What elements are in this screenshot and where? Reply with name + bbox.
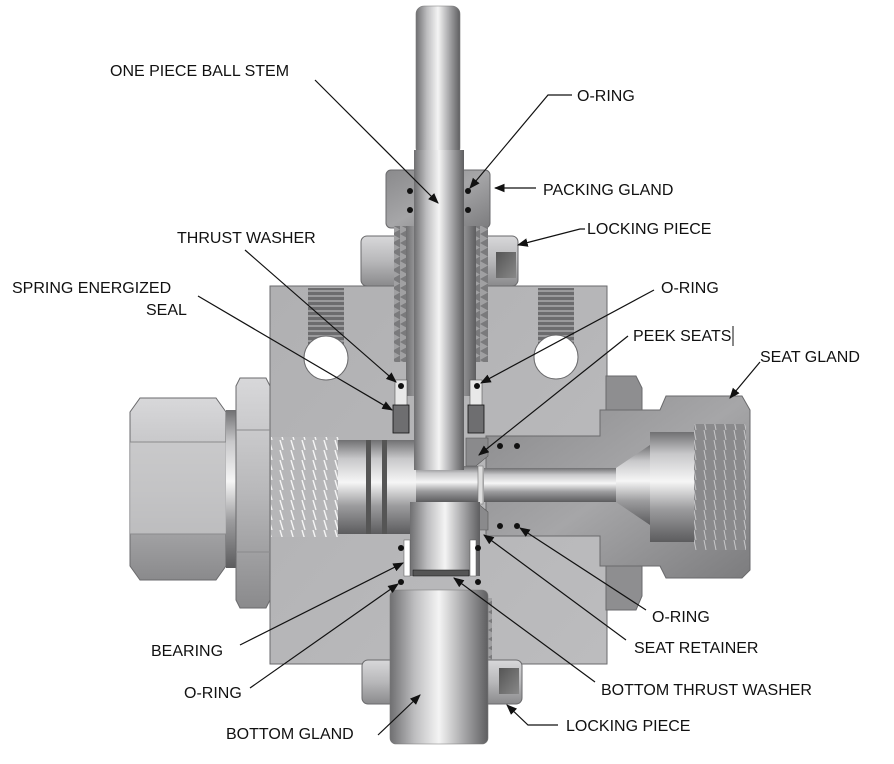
labels: ONE PIECE BALL STEM O-RING PACKING GLAND…	[12, 63, 860, 743]
leader-spring-energized-seal	[197, 295, 393, 411]
leader-o-ring-lower-left	[249, 583, 399, 689]
mounting-hole-right	[533, 334, 579, 380]
bottom-gland-shape	[389, 589, 489, 745]
label-seat-retainer: SEAT RETAINER	[634, 640, 758, 657]
leader-thrust-washer	[244, 249, 397, 383]
spring-seal-left	[392, 404, 410, 434]
spring-seal-right	[467, 404, 485, 434]
label-thrust-washer: THRUST WASHER	[177, 230, 316, 247]
label-seat-gland: SEAT GLAND	[760, 349, 860, 366]
ball-stem-shape	[415, 5, 461, 157]
leader-bottom-gland	[377, 694, 421, 736]
label-spring-energized-seal-line2: SEAL	[146, 302, 187, 319]
label-spring-energized-seal-line1: SPRING ENERGIZED	[12, 280, 171, 297]
mounting-hole-left	[303, 335, 349, 381]
label-bearing: BEARING	[151, 643, 223, 660]
seat-gland-fitting	[484, 375, 751, 611]
label-packing-gland: PACKING GLAND	[543, 182, 673, 199]
label-bottom-thrust-washer: BOTTOM THRUST WASHER	[601, 682, 812, 699]
peek-seat-upper	[465, 437, 489, 467]
label-o-ring-lower-left: O-RING	[184, 685, 242, 702]
label-locking-piece-bottom: LOCKING PIECE	[566, 718, 690, 735]
label-bottom-gland: BOTTOM GLAND	[226, 726, 354, 743]
label-o-ring-mid: O-RING	[661, 280, 719, 297]
leader-peek-seats	[478, 335, 629, 456]
leader-locking-piece-bottom	[506, 704, 558, 726]
leader-seat-retainer	[483, 534, 627, 641]
label-one-piece-ball-stem: ONE PIECE BALL STEM	[110, 63, 289, 80]
leader-lines	[197, 79, 761, 736]
leader-locking-piece-top	[516, 228, 585, 247]
leader-o-ring-lower-right	[519, 527, 647, 611]
leader-o-ring-mid	[480, 289, 655, 384]
left-end-fitting	[129, 377, 418, 609]
label-locking-piece-top: LOCKING PIECE	[587, 221, 711, 238]
bottom-thrust-washer-shape	[412, 569, 470, 577]
label-peek-seats: PEEK SEATS	[633, 328, 731, 345]
leader-o-ring-top	[469, 94, 572, 189]
leader-bottom-thrust-washer	[453, 577, 596, 683]
leader-bearing	[239, 562, 404, 646]
label-o-ring-top: O-RING	[577, 88, 635, 105]
o-rings-seat	[497, 443, 520, 529]
leader-one-piece-ball-stem	[314, 79, 439, 204]
bottom-assembly	[361, 502, 523, 745]
label-o-ring-lower-right: O-RING	[652, 609, 710, 626]
leader-seat-gland	[729, 361, 761, 399]
o-rings-packing	[407, 188, 471, 213]
stem-assembly	[360, 5, 520, 531]
